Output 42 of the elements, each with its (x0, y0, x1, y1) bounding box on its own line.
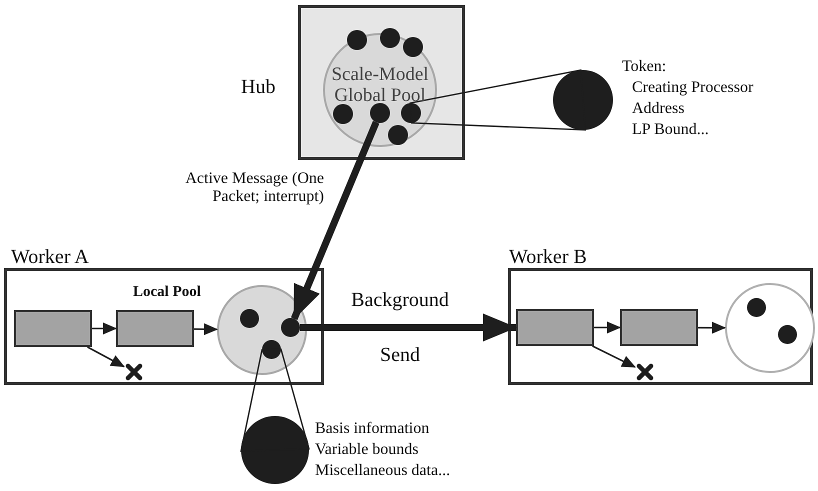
queue-box (14, 310, 92, 347)
token-dot (281, 318, 300, 337)
token-dot (347, 30, 367, 50)
component-label: Worker B (509, 246, 587, 268)
queue-box (516, 309, 594, 346)
magnified-token-circle (553, 70, 613, 130)
token-dot (262, 340, 281, 359)
component-label: Hub (241, 76, 276, 98)
token-dot (403, 37, 423, 57)
magnifier-lines (410, 69, 586, 131)
pool-label: Scale-Model Global Pool (330, 65, 430, 107)
discard-mark (635, 362, 655, 382)
token-dot (240, 309, 259, 328)
arrow (592, 345, 636, 368)
arrow (87, 346, 125, 368)
token-dot (370, 103, 390, 123)
token-dot (747, 298, 766, 317)
token-dot (778, 325, 797, 344)
arrow (300, 314, 517, 342)
token-field-text: Variable bounds (315, 441, 419, 459)
token-field-text: LP Bound... (632, 121, 709, 139)
queue-box (620, 309, 698, 346)
arrow (92, 322, 117, 334)
token-field-text: Token: (622, 58, 666, 76)
token-dot (388, 125, 408, 145)
token-dot (401, 103, 421, 123)
token-field-text: Basis information (315, 420, 430, 438)
token-dot (333, 104, 353, 124)
token-field-text: Miscellaneous data... (315, 462, 450, 480)
pool-label: Local Pool (133, 284, 201, 300)
arrow (290, 120, 380, 320)
edge-label: Background Send (350, 288, 450, 368)
token-dot (380, 28, 400, 48)
discard-mark (124, 362, 144, 382)
component-label: Worker A (11, 246, 89, 268)
arrow (194, 323, 218, 336)
arrow (594, 322, 621, 334)
token-field-text: Address (632, 100, 684, 118)
magnifier-lines (240, 348, 310, 452)
queue-box (116, 310, 194, 347)
arrow (698, 322, 726, 334)
token-field-text: Creating Processor (632, 79, 754, 97)
